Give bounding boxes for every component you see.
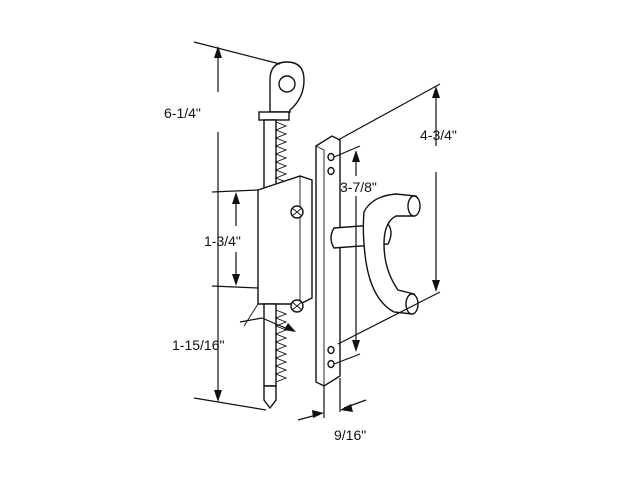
upper-rod: [263, 119, 277, 191]
plate-hole-2: [327, 166, 335, 176]
label-overall-height: 6-1/4": [164, 105, 201, 121]
dimension-lines: [193, 41, 441, 421]
lower-rod: [263, 303, 277, 387]
eye-hole: [278, 75, 296, 93]
label-plate-height: 4-3/4": [420, 127, 457, 143]
label-body-depth: 1-15/16": [172, 337, 224, 353]
plate-hole-3: [327, 345, 335, 355]
mounting-plate: [315, 135, 341, 387]
label-plate-width: 9/16": [334, 427, 366, 443]
handle-bottom-knob: [405, 293, 419, 315]
plate-hole-4: [327, 359, 335, 369]
lower-spring: [274, 309, 288, 383]
mounting-plate-assembly: [315, 135, 421, 387]
rod-collar: [258, 111, 290, 121]
label-hole-spacing: 3-7/8": [340, 179, 377, 195]
latch-rod-assembly: [257, 61, 313, 410]
label-body-height: 1-3/4": [204, 233, 241, 249]
plate-hole-1: [327, 152, 335, 162]
latch-body: [257, 175, 313, 305]
rod-tip: [263, 385, 277, 410]
handle-top-knob: [407, 195, 421, 217]
upper-spring: [274, 121, 288, 187]
